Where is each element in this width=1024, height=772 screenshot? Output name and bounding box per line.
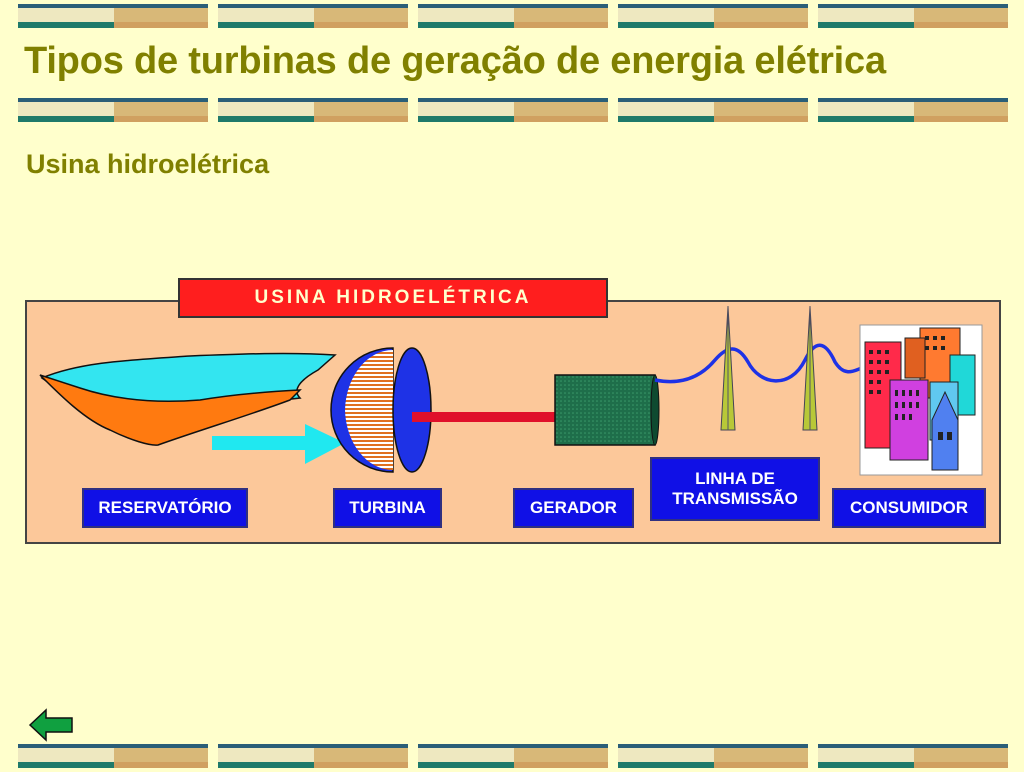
generator-illustration: [554, 374, 660, 446]
label-consumer: CONSUMIDOR: [832, 488, 986, 528]
top-decoration-upper: [0, 4, 1024, 32]
top-decoration-lower: [0, 98, 1024, 126]
label-transmission-line-text-2: TRANSMISSÃO: [672, 489, 798, 508]
bottom-decoration: [0, 744, 1024, 772]
city-buildings-illustration: [859, 324, 983, 476]
diagram-banner: USINA HIDROELÉTRICA: [178, 278, 608, 318]
reservoir-illustration: [39, 352, 337, 446]
back-arrow-icon: [28, 708, 73, 742]
shaft-bar: [412, 412, 557, 422]
label-turbine: TURBINA: [333, 488, 442, 528]
label-reservoir-text: RESERVATÓRIO: [98, 498, 232, 518]
label-generator-text: GERADOR: [530, 498, 617, 518]
water-flow-arrow: [212, 424, 345, 464]
turbine-illustration: [330, 347, 432, 473]
label-transmission-line-text-1: LINHA DE: [695, 469, 775, 489]
page-title: Tipos de turbinas de geração de energia …: [24, 40, 886, 82]
label-transmission-line: LINHA DE TRANSMISSÃO: [650, 457, 820, 521]
label-reservoir: RESERVATÓRIO: [82, 488, 248, 528]
back-button[interactable]: [28, 707, 74, 743]
section-subtitle: Usina hidroelétrica: [26, 149, 270, 179]
label-turbine-text: TURBINA: [349, 498, 426, 518]
label-generator: GERADOR: [513, 488, 634, 528]
label-consumer-text: CONSUMIDOR: [849, 498, 969, 518]
transmission-line-illustration: [654, 305, 863, 431]
